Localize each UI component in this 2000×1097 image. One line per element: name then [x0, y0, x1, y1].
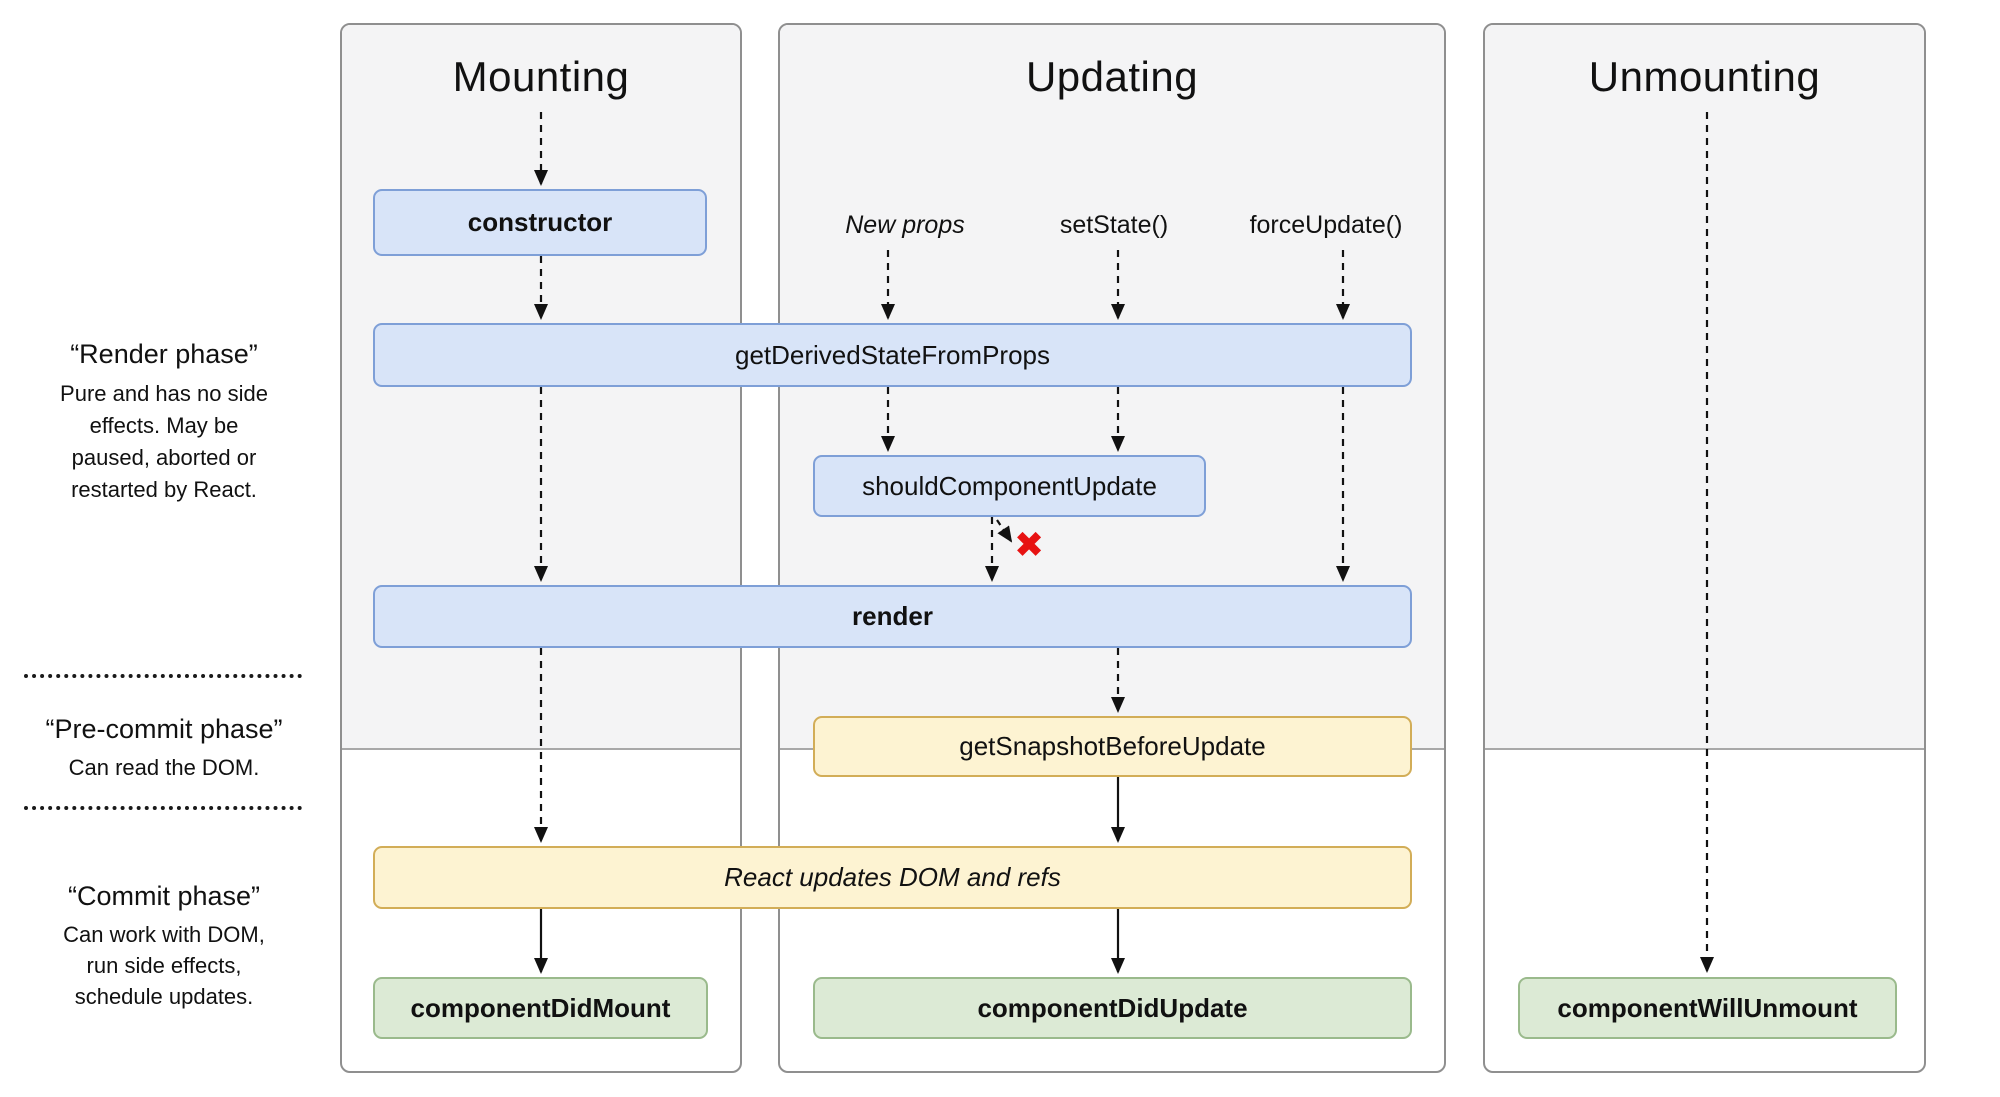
commit-phase-title: “Commit phase”	[67, 881, 261, 911]
pre-commit-phase-label: “Pre-commit phase” Can read the DOM.	[18, 714, 310, 784]
render-phase-line: Pure and has no side	[60, 381, 268, 406]
trigger-new-props: New props	[845, 211, 965, 239]
box-render: render	[373, 585, 1412, 648]
render-phase-line: paused, aborted or	[71, 445, 257, 470]
commit-phase-line: schedule updates.	[74, 984, 254, 1009]
box-react-updates-dom: React updates DOM and refs	[373, 846, 1412, 909]
column-updating: Updating	[778, 23, 1446, 1073]
commit-phase-label: “Commit phase” Can work with DOM, run si…	[18, 881, 310, 1012]
column-title-updating: Updating	[1025, 53, 1199, 100]
skip-render-x-icon: ✖	[1014, 524, 1045, 565]
render-phase-line: restarted by React.	[71, 477, 257, 502]
box-component-did-update: componentDidUpdate	[813, 977, 1412, 1039]
phase-separator	[24, 806, 302, 810]
pre-commit-phase-title: “Pre-commit phase”	[45, 714, 283, 744]
box-component-did-mount: componentDidMount	[373, 977, 708, 1039]
render-phase-label: “Render phase” Pure and has no side effe…	[18, 339, 310, 506]
box-should-component-update: shouldComponentUpdate	[813, 455, 1206, 517]
render-phase-line: effects. May be	[89, 413, 239, 438]
box-constructor: constructor	[373, 189, 707, 256]
render-phase-title: “Render phase”	[70, 339, 258, 369]
column-title-unmounting: Unmounting	[1588, 53, 1821, 100]
box-component-will-unmount: componentWillUnmount	[1518, 977, 1897, 1039]
column-unmounting: Unmounting	[1483, 23, 1926, 1073]
column-mounting: Mounting	[340, 23, 742, 1073]
render-phase-background	[1485, 25, 1924, 750]
box-get-derived-state-from-props: getDerivedStateFromProps	[373, 323, 1412, 387]
trigger-force-update: forceUpdate()	[1249, 211, 1403, 239]
phase-separator	[24, 674, 302, 678]
commit-phase-line: run side effects,	[86, 953, 242, 978]
trigger-set-state: setState()	[1059, 211, 1169, 239]
pre-commit-phase-line: Can read the DOM.	[68, 755, 260, 780]
column-title-mounting: Mounting	[452, 53, 630, 100]
box-get-snapshot-before-update: getSnapshotBeforeUpdate	[813, 716, 1412, 777]
commit-phase-line: Can work with DOM,	[63, 922, 265, 947]
